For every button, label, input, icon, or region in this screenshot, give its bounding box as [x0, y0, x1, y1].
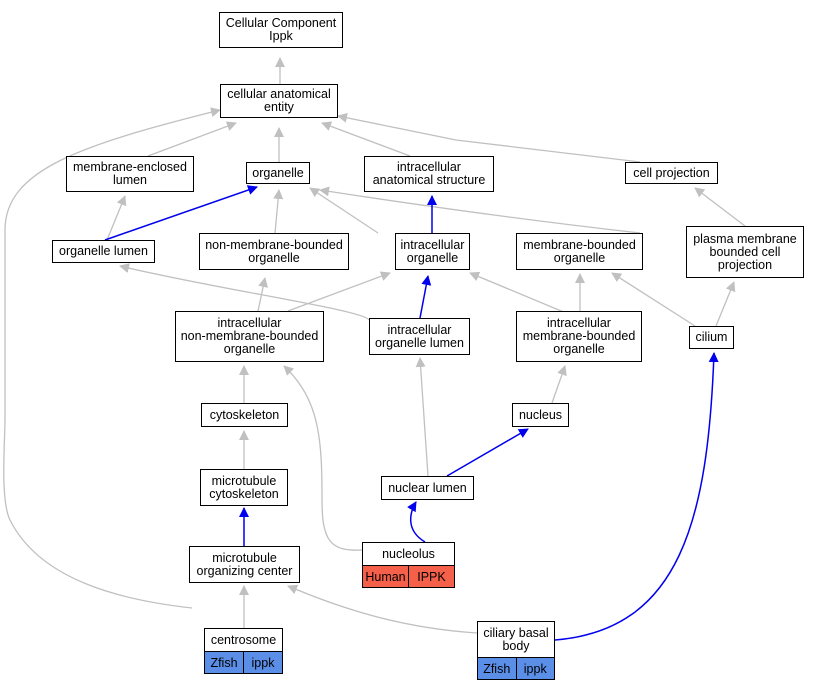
is-a-edge: [287, 271, 391, 312]
node-cilium[interactable]: cilium: [689, 326, 734, 349]
species-tag: Zfish: [205, 652, 243, 673]
is-a-edge: [337, 112, 641, 163]
node-intracellular-anatomical-structure[interactable]: intracellular anatomical structure: [364, 156, 494, 192]
node-intracellular-non-membrane-bounded-organelle[interactable]: intracellular non-membrane-bounded organ…: [175, 311, 324, 362]
part-of-edge: [407, 501, 426, 543]
node-intracellular-organelle-lumen[interactable]: intracellular organelle lumen: [369, 318, 470, 355]
is-a-edge: [3, 107, 221, 609]
is-a-edge: [319, 186, 641, 234]
is-a-edge: [611, 272, 696, 327]
node-ciliary-basal-body[interactable]: ciliary basal body Zfish ippk: [477, 621, 555, 680]
is-a-edge: [273, 189, 284, 234]
node-nucleolus-label: nucleolus: [363, 543, 454, 565]
node-nucleolus[interactable]: nucleolus Human IPPK: [362, 542, 455, 588]
species-tag: Zfish: [478, 658, 516, 679]
node-cellular-anatomical-entity[interactable]: cellular anatomical entity: [220, 84, 338, 118]
is-a-edge: [119, 263, 370, 321]
is-a-edge: [283, 365, 363, 551]
part-of-edge: [446, 428, 529, 477]
species-tag: Human: [363, 566, 408, 587]
node-intracellular-membrane-bounded-organelle[interactable]: intracellular membrane-bounded organelle: [516, 311, 642, 362]
node-intracellular-organelle[interactable]: intracellular organelle: [395, 233, 470, 270]
node-non-membrane-bounded-organelle[interactable]: non-membrane-bounded organelle: [199, 233, 349, 270]
node-cell-projection[interactable]: cell projection: [625, 162, 718, 184]
is-a-edge: [469, 271, 579, 319]
is-a-edge: [551, 365, 567, 404]
is-a-edge: [287, 584, 478, 634]
node-organelle-lumen[interactable]: organelle lumen: [52, 240, 155, 263]
node-membrane-bounded-organelle[interactable]: membrane-bounded organelle: [516, 233, 643, 270]
node-plasma-membrane-bounded-cell-projection[interactable]: plasma membrane bounded cell projection: [686, 226, 804, 278]
gene-tag: ippk: [243, 652, 282, 673]
node-organelle[interactable]: organelle: [246, 162, 310, 184]
gene-tag: ippk: [515, 658, 554, 679]
is-a-edge: [415, 357, 429, 477]
annotation-tags: Human IPPK: [363, 565, 454, 587]
part-of-edge: [419, 275, 432, 319]
is-a-edge: [694, 187, 746, 227]
node-microtubule-cytoskeleton[interactable]: microtubule cytoskeleton: [200, 469, 288, 506]
node-cytoskeleton[interactable]: cytoskeleton: [201, 403, 288, 427]
part-of-edge: [554, 352, 719, 641]
is-a-edge: [106, 195, 127, 241]
node-centrosome-label: centrosome: [205, 629, 282, 651]
node-membrane-enclosed-lumen[interactable]: membrane-enclosed lumen: [66, 156, 194, 192]
node-microtubule-organizing-center[interactable]: microtubule organizing center: [189, 546, 300, 583]
annotation-tags: Zfish ippk: [478, 657, 554, 679]
is-a-edge: [309, 187, 379, 234]
is-a-edge: [321, 121, 411, 157]
is-a-edge: [147, 121, 237, 157]
gene-tag: IPPK: [408, 566, 454, 587]
node-nucleus[interactable]: nucleus: [512, 403, 569, 427]
part-of-edge: [104, 185, 258, 241]
node-nuclear-lumen[interactable]: nuclear lumen: [381, 476, 474, 500]
node-centrosome[interactable]: centrosome Zfish ippk: [204, 628, 283, 674]
annotation-tags: Zfish ippk: [205, 651, 282, 673]
node-ciliary-basal-body-label: ciliary basal body: [478, 622, 554, 657]
is-a-edge: [715, 281, 736, 327]
node-cellular-component[interactable]: Cellular Component Ippk: [219, 12, 343, 48]
